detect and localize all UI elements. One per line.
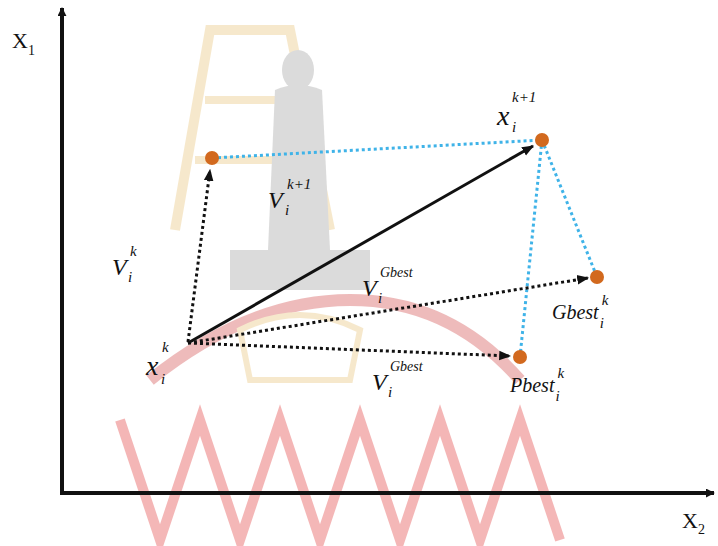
- velocity-symbol: V: [268, 188, 283, 212]
- dotted-link: [212, 140, 597, 357]
- axis-subscript: 2: [698, 523, 705, 537]
- watermark: [120, 30, 560, 540]
- vector-arrow: [188, 170, 588, 356]
- superscript: k: [557, 366, 564, 381]
- axis-name: X: [12, 30, 28, 52]
- superscript: k: [162, 340, 169, 355]
- superscript: k+1: [287, 177, 311, 192]
- subscript: i: [512, 120, 516, 135]
- best-label: Gbest: [552, 302, 599, 322]
- position-symbol: x: [497, 102, 509, 130]
- subscript: i: [388, 385, 392, 400]
- velocity-symbol: V: [362, 276, 377, 300]
- subscript: i: [161, 372, 165, 387]
- subscript: i: [555, 389, 559, 404]
- velocity-symbol: V: [372, 370, 387, 394]
- subscript: i: [128, 270, 132, 285]
- superscript: Gbest: [390, 360, 423, 374]
- subscript: i: [378, 291, 382, 306]
- superscript: k: [130, 244, 137, 259]
- superscript: Gbest: [380, 266, 413, 280]
- axis-name: X: [682, 510, 698, 532]
- position-symbol: x: [146, 352, 158, 380]
- subscript: i: [285, 203, 289, 218]
- superscript: k+1: [512, 90, 536, 105]
- axis: [60, 491, 714, 495]
- superscript: k: [602, 293, 609, 308]
- velocity-symbol: V: [112, 255, 127, 279]
- best-label: Pbest: [510, 375, 554, 395]
- axis: [60, 8, 64, 493]
- subscript: i: [600, 316, 604, 331]
- vector-arrow: [188, 146, 533, 343]
- axis-subscript: 1: [28, 44, 35, 58]
- particle-dot: [205, 133, 604, 364]
